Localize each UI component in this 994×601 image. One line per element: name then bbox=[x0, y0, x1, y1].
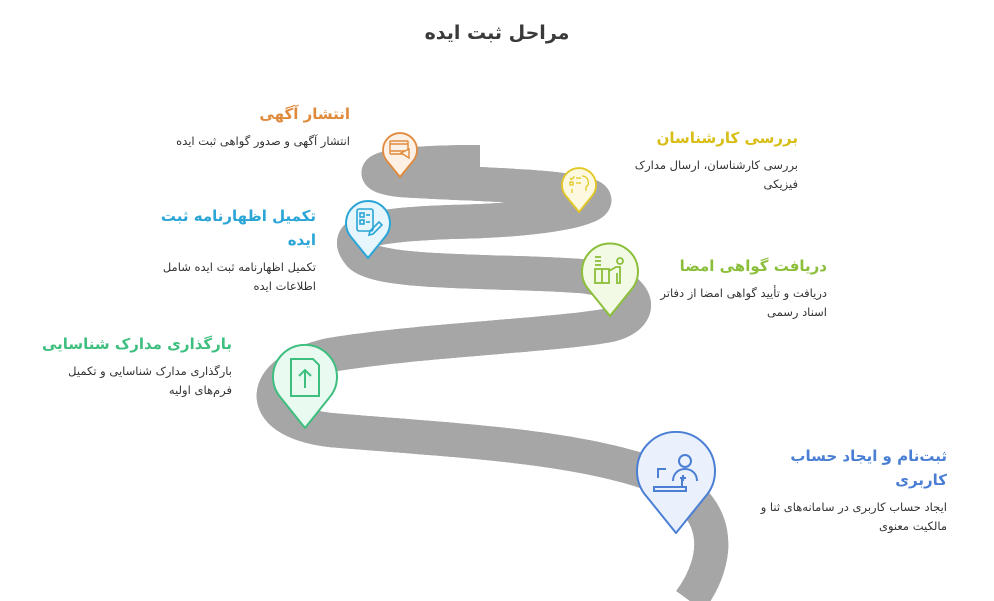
pin-upload-documents bbox=[272, 343, 338, 429]
step-description: بارگذاری مدارک شناسایی و تکمیل فرم‌های ا… bbox=[68, 364, 232, 397]
film-megaphone-icon bbox=[389, 140, 410, 160]
pin-registration bbox=[636, 431, 716, 534]
step-heading: انتشار آگهی bbox=[259, 105, 350, 123]
step-registration: ثبت‌نام و ایجاد حساب کاربری ایجاد حساب ک… bbox=[752, 444, 947, 536]
pin-publication bbox=[382, 132, 418, 178]
pin-declaration-form bbox=[345, 200, 391, 259]
pin-expert-review bbox=[561, 167, 597, 213]
checklist-head-icon bbox=[569, 175, 589, 193]
step-description: انتشار آگهی و صدور گواهی ثبت ایده bbox=[176, 134, 350, 148]
step-heading: بررسی کارشناسان bbox=[656, 129, 798, 147]
step-heading: بارگذاری مدارک شناسایی bbox=[41, 335, 232, 353]
step-description: تکمیل اظهارنامه ثبت ایده شامل اطلاعات ای… bbox=[162, 260, 316, 293]
form-pencil-icon bbox=[356, 208, 384, 237]
step-heading: دریافت گواهی امضا bbox=[679, 257, 827, 275]
office-desk-icon bbox=[594, 256, 624, 284]
step-heading: تکمیل اظهارنامه ثبت ایده bbox=[160, 207, 316, 249]
step-description: بررسی کارشناسان، ارسال مدارک فیزیکی bbox=[634, 158, 798, 191]
step-description: دریافت و تأیید گواهی امضا از دفاتر اسناد… bbox=[660, 286, 827, 319]
step-signature-certificate: دریافت گواهی امضا دریافت و تأیید گواهی ا… bbox=[652, 254, 827, 322]
step-upload-documents: بارگذاری مدارک شناسایی بارگذاری مدارک شن… bbox=[32, 332, 232, 400]
step-expert-review: بررسی کارشناسان بررسی کارشناسان، ارسال م… bbox=[628, 126, 798, 194]
step-publication: انتشار آگهی انتشار آگهی و صدور گواهی ثبت… bbox=[130, 102, 350, 151]
diagram-title: مراحل ثبت ایده bbox=[424, 22, 570, 44]
user-laptop-icon bbox=[653, 454, 698, 492]
step-heading: ثبت‌نام و ایجاد حساب کاربری bbox=[790, 447, 947, 489]
pin-signature-certificate bbox=[581, 242, 639, 317]
step-declaration-form: تکمیل اظهارنامه ثبت ایده تکمیل اظهارنامه… bbox=[136, 204, 316, 296]
file-upload-icon bbox=[290, 358, 320, 397]
step-description: ایجاد حساب کاربری در سامانه‌های ثنا و ما… bbox=[760, 500, 947, 533]
